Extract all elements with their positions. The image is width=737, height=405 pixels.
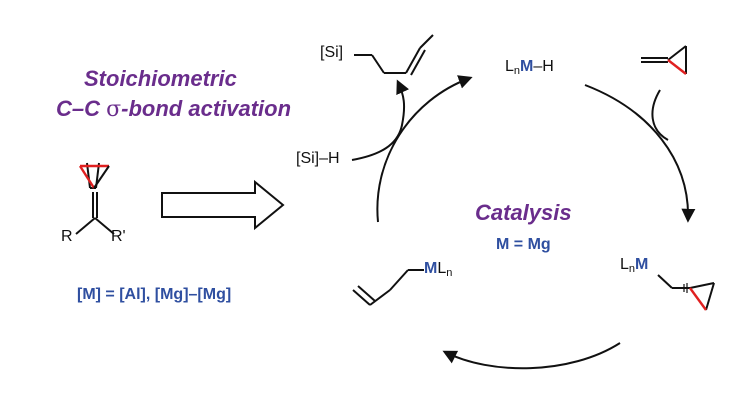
heading-suffix: -bond activation [121,96,292,121]
ligand-symbol: L [505,58,514,75]
reagent-definition: [M] = [Al], [Mg]–[Mg] [77,286,232,303]
metal-symbol: M [424,260,438,277]
catalysis-title: Catalysis [475,200,572,225]
ligand-count: n [628,263,636,275]
metal-hydride-label: LnM–H [505,58,554,77]
metal-symbol: M [520,58,534,75]
sigma-symbol: σ [106,97,122,122]
metal-symbol: M [635,256,649,273]
silyl-group-label: [Si] [320,44,344,61]
ligand-count: n [446,267,453,279]
cyclopropylmethyl-metal-structure [657,274,715,311]
heading-line-2: C–C σ-bond activation [56,96,291,122]
cyclopropylmethyl-metal-label: LnM [620,256,648,275]
ligand-count: n [513,65,521,77]
butenyl-metal-structure [352,269,424,306]
metal-definition: M = Mg [496,236,551,253]
substituent-r-prime: R' [111,228,126,245]
butenyl-metal-label: MLn [424,260,452,279]
silyl-butenyl-structure [354,34,434,76]
heading-line-1: Stoichiometric [84,66,237,91]
ligand-symbol: L [437,260,447,277]
methylenecyclopropane-structure [75,162,115,235]
heading-prefix: C–C [56,96,107,121]
ligand-symbol: L [620,256,629,273]
hydride-symbol: –H [533,58,554,75]
mcp-reagent-structure [641,45,687,75]
catalytic-cycle-arrows [351,75,696,370]
silane-label: [Si]–H [296,150,340,167]
hollow-arrow-icon [161,179,285,231]
substituent-r: R [61,228,73,245]
